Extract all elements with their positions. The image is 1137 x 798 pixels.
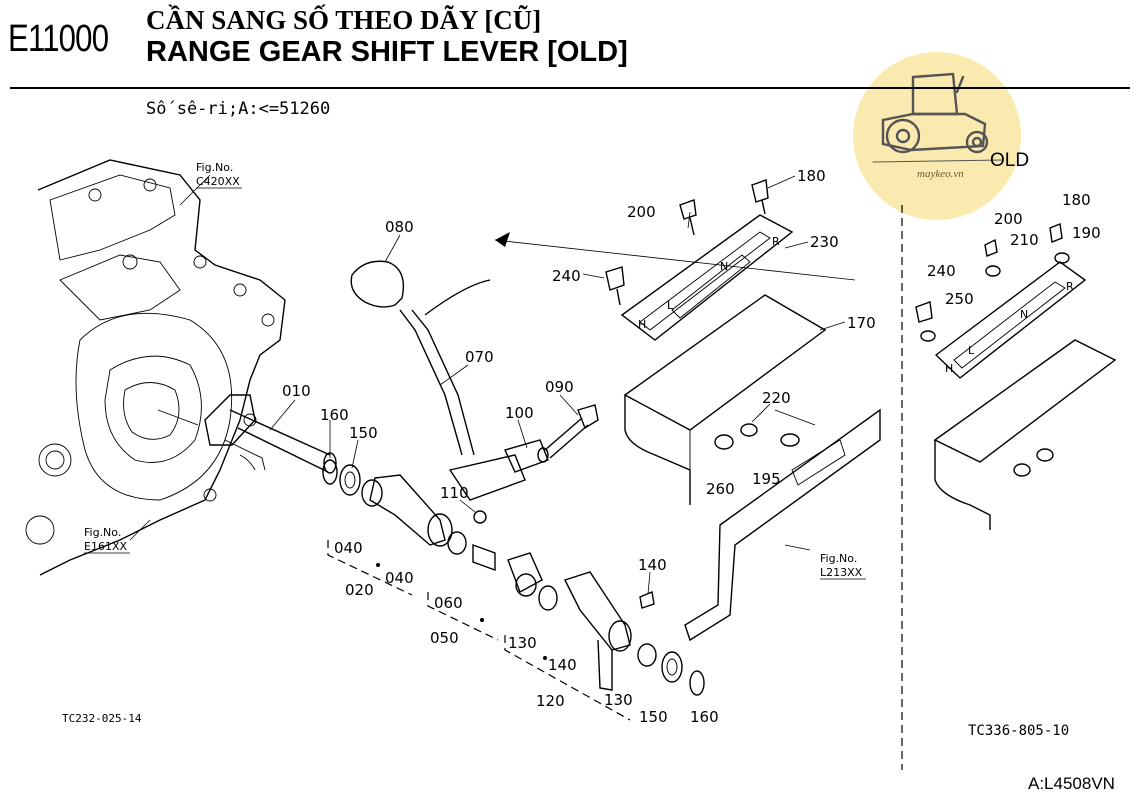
drawing-ref-left: TC232-025-14 [62,712,142,725]
part-110-nut [473,510,487,524]
part-160-circlip-right [689,670,705,696]
drawing-ref-right: TC336-805-10 [968,723,1070,739]
assembly-direction-line [494,239,856,281]
plate-letter-r-new: R [1066,280,1074,293]
label-130a: 130 [508,634,537,652]
part-200-screw [679,199,697,236]
plate-letter-h: H [638,318,646,331]
title-vietnamese: CẦN SANG SỐ THEO DÃY [CŨ] [146,5,542,35]
label-060: 060 [434,594,463,612]
label-040b: 040 [385,569,414,587]
label-020: 020 [345,581,374,599]
label-200: 200 [627,203,656,221]
arrow-head [495,232,510,247]
label-210-new: 210 [1010,231,1039,249]
document-code: A:L4508VN [1028,774,1115,793]
fig-ref-label: Fig.No. [84,526,121,539]
part-260-washer [714,434,734,450]
leader-lines [129,174,846,595]
part-010-shaft [204,394,337,474]
label-240: 240 [552,267,581,285]
watermark-badge [853,52,1021,220]
serial-range: Số sê-ri;A:<=51260 [146,99,331,119]
label-160: 160 [320,406,349,424]
label-150b: 150 [639,708,668,726]
label-160b: 160 [690,708,719,726]
label-180-new: 180 [1062,191,1091,209]
tractor-logo-icon [872,72,1004,163]
plate-letter-h-new: H [945,362,953,375]
part-090-bolt [537,404,599,463]
plate-letter-r: R [772,235,780,248]
part-170-cover [623,294,827,505]
part-040-bushing [447,531,467,555]
part-150-washer-left [339,464,361,496]
label-090: 090 [545,378,574,396]
label-240-new: 240 [927,262,956,280]
fig-ref-c420: C420XX [196,175,240,188]
label-200-new: 200 [994,210,1023,228]
label-150: 150 [349,424,378,442]
variant-new-gate-plate [934,261,1087,379]
part-220-washer [740,423,758,437]
part-230-gate-plate [620,214,794,341]
part-080-knob [350,260,405,308]
group-brackets [327,540,631,721]
label-110: 110 [440,484,469,502]
plate-letter-l-new: L [968,344,975,357]
label-080: 080 [385,218,414,236]
part-140-grease-fitting [639,591,655,609]
part-100-bracket [504,439,549,473]
label-070: 070 [465,348,494,366]
label-170: 170 [847,314,876,332]
label-190-new: 190 [1072,224,1101,242]
header-rule [10,87,1130,89]
old-badge-text: OLD [990,150,1030,171]
transmission-housing [25,159,286,576]
part-060-collar [472,544,543,597]
label-010: 010 [282,382,311,400]
label-220: 220 [762,389,791,407]
label-140a: 140 [548,656,577,674]
plate-letter-n: N [720,260,728,273]
label-050: 050 [430,629,459,647]
part-180-screw [751,179,769,215]
label-130b: 130 [604,691,633,709]
fig-ref-e161: E161XX [84,540,127,553]
frame-bracket [684,408,881,642]
watermark-site: maykeo.vn [917,168,964,180]
fig-ref-label: Fig.No. [196,161,233,174]
label-250-new: 250 [945,290,974,308]
part-160-circlip-left [322,459,338,485]
plate-letter-l: L [667,299,674,312]
part-240-screw [605,266,625,306]
motion-arrow [424,279,491,316]
part-130-bushing [637,643,657,667]
variant-new-cover [933,339,1117,530]
part-020-shift-arm [361,474,453,547]
part-120-fork-arm [538,571,632,691]
label-140b: 140 [638,556,667,574]
part-150-washer-right [661,651,683,683]
page-code: E11000 [8,18,109,60]
fig-ref-l213: L213XX [820,566,863,579]
part-195-washer [780,433,800,447]
label-230: 230 [810,233,839,251]
part-070-shift-lever [399,309,526,501]
plate-letter-n-new: N [1020,308,1028,321]
label-100: 100 [505,404,534,422]
fig-ref-label: Fig.No. [820,552,857,565]
title-english: RANGE GEAR SHIFT LEVER [OLD] [146,36,628,68]
label-260: 260 [706,480,735,498]
label-180: 180 [797,167,826,185]
variant-new-screws [915,223,1070,477]
label-120: 120 [536,692,565,710]
label-195: 195 [752,470,781,488]
label-040a: 040 [334,539,363,557]
